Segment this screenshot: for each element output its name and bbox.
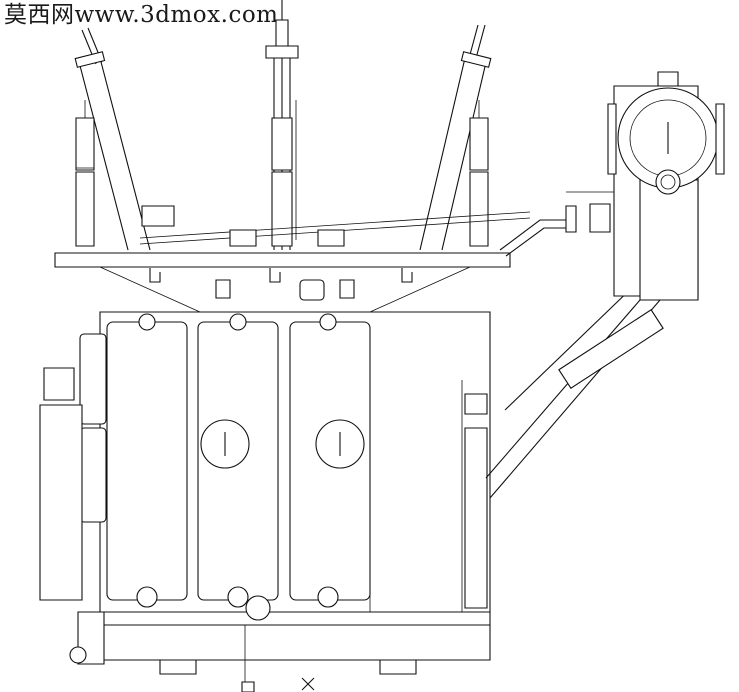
hv-bushing-right [420,25,491,250]
radiator-left [107,314,187,607]
transformer-tank [40,312,490,612]
radiator-right [290,314,370,607]
radiator-center [198,314,278,607]
hv-bushing-left [75,28,150,250]
tank-cover [55,206,530,312]
conservator [608,72,724,300]
base-frame [70,596,490,692]
watermark-text: 莫西网www.3dmox.com [4,2,279,28]
hv-bushing-center [266,0,298,250]
